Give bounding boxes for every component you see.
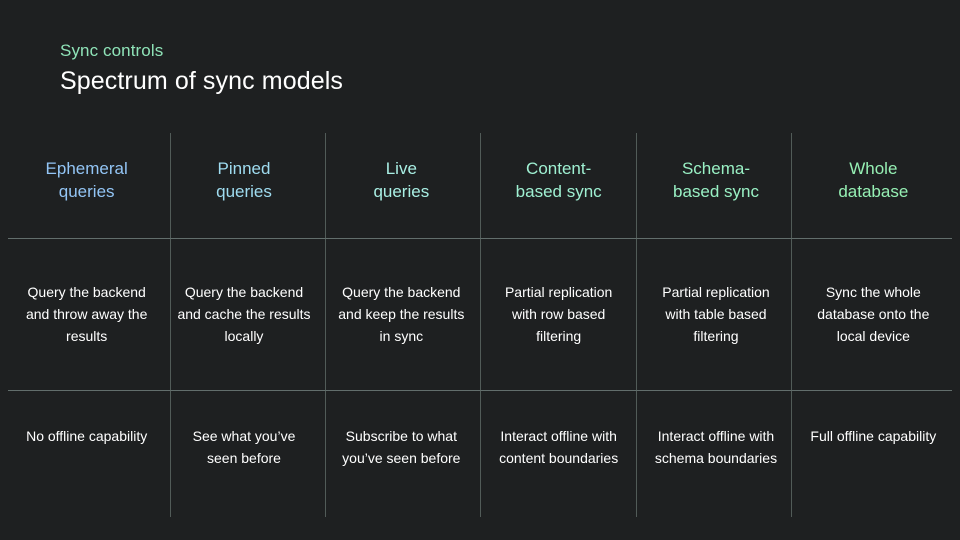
table-cell-description-whole-database: Sync the whole database onto the local d… <box>817 284 930 344</box>
column-header-schema-based-sync: Schema- based sync <box>637 133 794 238</box>
column-header-line2: queries <box>373 182 430 201</box>
table-cell-offline-whole-database: Full offline capability <box>810 428 937 444</box>
column-header-content-based-sync: Content- based sync <box>480 133 637 238</box>
column-header-line2: based sync <box>515 182 602 201</box>
table-cell-offline-ephemeral-queries: No offline capability <box>26 428 148 444</box>
eyebrow-label: Sync controls <box>60 41 164 60</box>
column-header-ephemeral-queries: Ephemeral queries <box>8 133 165 238</box>
table-cell-offline-pinned-queries: See what you’ve seen before <box>192 428 296 466</box>
slide-header: Sync controls Spectrum of sync models <box>60 40 760 97</box>
table-cell-description-pinned-queries: Query the backend and cache the results … <box>177 284 311 344</box>
page-title: Spectrum of sync models <box>60 67 343 95</box>
column-divider-3 <box>480 133 481 517</box>
table-cell-description-ephemeral-queries: Query the backend and throw away the res… <box>25 284 148 344</box>
column-header-pinned-queries: Pinned queries <box>165 133 322 238</box>
table-cell-description-live-queries: Query the backend and keep the results i… <box>338 284 465 344</box>
table-grid: Ephemeral queries Pinned queries Live qu… <box>8 133 952 517</box>
column-header-line1: Pinned <box>217 159 271 178</box>
table-cell-offline-content-based-sync: Interact offline with content boundaries <box>499 428 619 466</box>
column-header-line2: queries <box>216 182 272 201</box>
table-cell-description-content-based-sync: Partial replication with row based filte… <box>504 284 613 344</box>
table-cell-offline-schema-based-sync: Interact offline with schema boundaries <box>654 428 778 466</box>
table-cell-offline-live-queries: Subscribe to what you’ve seen before <box>342 428 461 466</box>
column-header-line1: Content- <box>526 159 592 178</box>
column-divider-2 <box>325 133 326 517</box>
column-header-line1: Schema- <box>681 159 750 178</box>
column-header-line1: Ephemeral <box>45 159 128 178</box>
column-header-live-queries: Live queries <box>323 133 480 238</box>
column-header-line2: based sync <box>672 182 759 201</box>
column-divider-5 <box>791 133 792 517</box>
column-header-line1: Live <box>385 159 417 178</box>
column-header-line1: Whole <box>849 159 898 178</box>
sync-models-table: Ephemeral queries Pinned queries Live qu… <box>8 133 952 517</box>
table-cell-description-schema-based-sync: Partial replication with table based fil… <box>662 284 770 344</box>
column-divider-1 <box>170 133 171 517</box>
column-header-line2: queries <box>58 182 115 201</box>
column-header-line2: database <box>838 182 909 201</box>
column-header-whole-database: Whole database <box>795 133 952 238</box>
column-divider-4 <box>636 133 637 517</box>
